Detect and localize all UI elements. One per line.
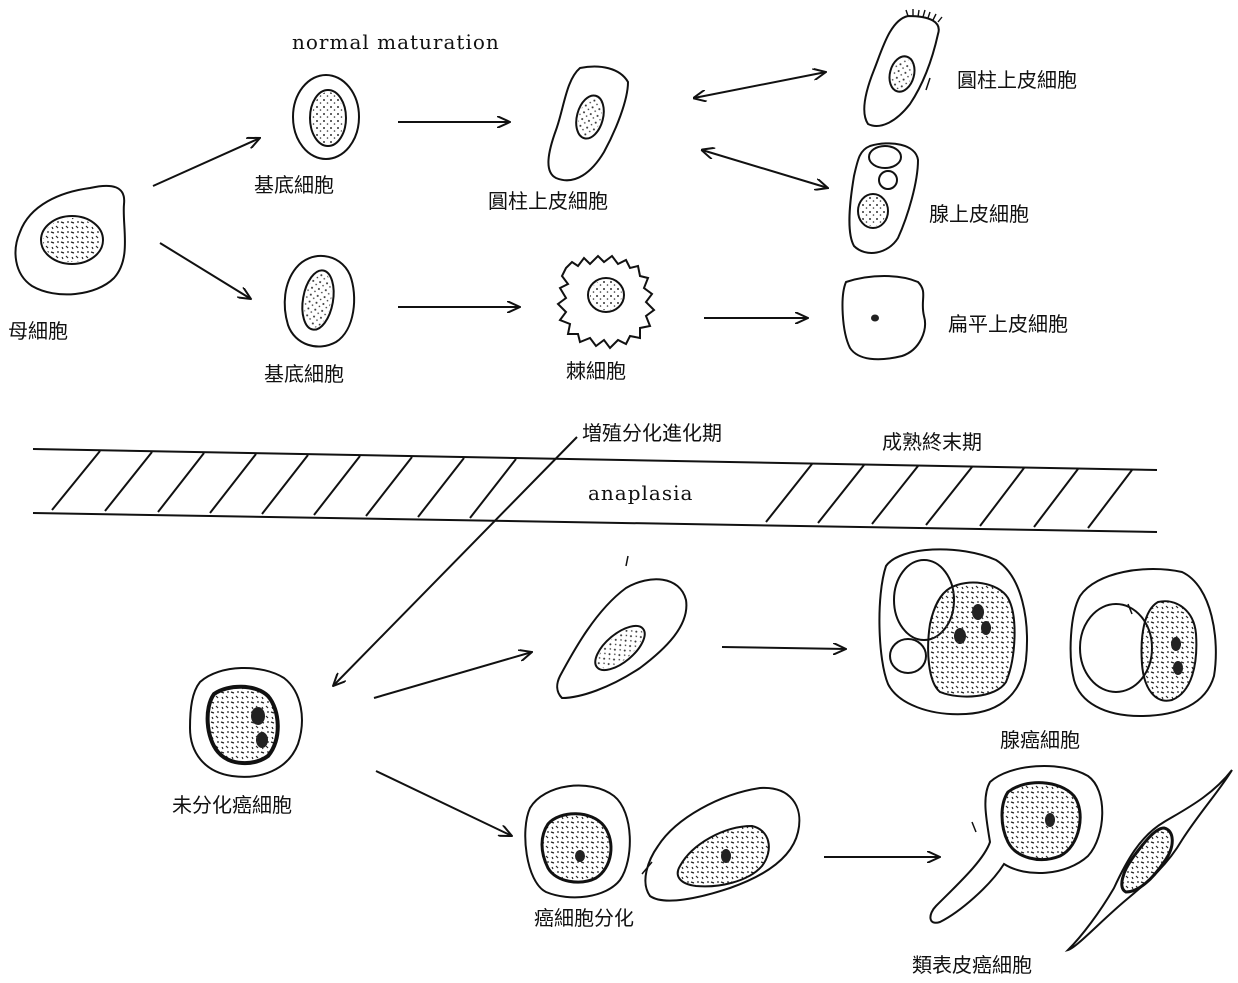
phase-proliferation-label: 増殖分化進化期: [582, 421, 722, 445]
differentiating-carcinoma-cell-irregular: [642, 788, 799, 901]
anaplasia-label: anaplasia: [588, 481, 693, 505]
carcinoma-differentiation-label: 癌細胞分化: [534, 906, 634, 930]
mother-cell-label: 母細胞: [8, 319, 68, 343]
arrow-to-adenocarcinoma: [722, 647, 846, 649]
adenocarcinoma-cell-right: [1071, 569, 1216, 716]
prickle-cell: [558, 256, 654, 348]
mother-cell: [16, 186, 125, 295]
basal-cell-top: [293, 75, 359, 159]
squamoid-carcinoma-cell-tadpole: [930, 766, 1102, 923]
squamoid-carcinoma-label: 類表皮癌細胞: [912, 953, 1032, 977]
basal-cell-top-label: 基底細胞: [254, 173, 334, 197]
arrow-undiff-to-spindle: [374, 652, 532, 698]
arrow-columnar-to-glandular: [702, 150, 828, 188]
prickle-cell-label: 棘細胞: [566, 359, 626, 383]
arrow-undiff-to-differentiation: [376, 771, 512, 836]
arrow-to-undifferentiated: [333, 437, 577, 686]
arrow-mother-to-basal-bottom: [160, 243, 251, 299]
ciliated-columnar-cell-label: 圓柱上皮細胞: [957, 68, 1077, 92]
ciliated-columnar-cell: [864, 9, 942, 126]
basal-cell-bottom: [285, 256, 354, 347]
adenocarcinoma-label: 腺癌細胞: [1000, 728, 1080, 752]
glandular-epithelial-cell: [849, 143, 918, 253]
glandular-epithelial-cell-label: 腺上皮細胞: [929, 202, 1029, 226]
arrow-mother-to-basal-top: [153, 138, 260, 186]
arrow-columnar-to-ciliated: [694, 72, 826, 98]
columnar-cell-middle-label: 圓柱上皮細胞: [488, 189, 608, 213]
normal-maturation-title: normal maturation: [292, 30, 500, 54]
undifferentiated-carcinoma-label: 未分化癌細胞: [172, 793, 292, 817]
differentiating-carcinoma-cell-round: [525, 786, 630, 898]
squamous-cell-label: 扁平上皮細胞: [948, 312, 1068, 336]
phase-terminal-label: 成熟終末期: [882, 430, 982, 454]
basal-cell-bottom-label: 基底細胞: [264, 362, 344, 386]
columnar-cell-middle: [548, 67, 628, 181]
adenocarcinoma-cell-left: [879, 549, 1027, 714]
undifferentiated-carcinoma-cell: [190, 668, 302, 777]
elongated-carcinoma-cell: [557, 556, 686, 698]
squamoid-carcinoma-cell-spindle: [1068, 770, 1232, 950]
squamous-cell: [843, 276, 925, 359]
